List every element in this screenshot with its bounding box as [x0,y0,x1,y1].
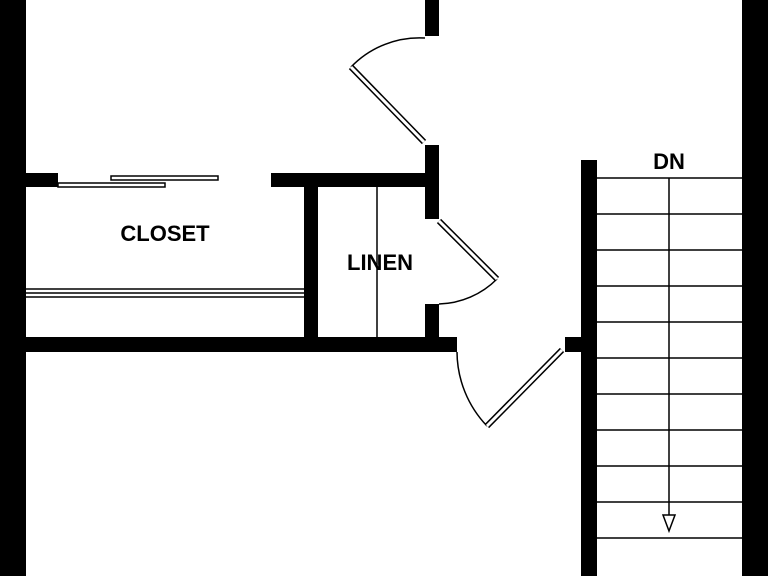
hall-bottom-wall [26,337,457,352]
linen-door-leaf-inner [437,219,499,281]
partition-wall-upper [425,145,439,219]
right-exterior-wall [742,0,768,576]
closet-label: CLOSET [120,221,210,246]
hall-door-swing-arc [456,351,488,427]
top-door-leaf-inner [349,65,426,144]
closet-top-wall-left [26,173,58,187]
top-wall-stub [425,0,439,36]
closet-linen-divider [304,187,318,339]
linen-door-swing-arc [438,278,498,305]
stair-wall-stub [565,337,581,352]
stair-direction-arrowhead [661,514,677,534]
top-door-swing-arc [350,37,426,68]
hall-door-leaf-inner [485,348,564,428]
stair-side-wall [581,160,597,576]
linen-label: LINEN [347,250,413,275]
stair-direction-label: DN [653,149,685,174]
left-exterior-wall [0,0,26,576]
sliding-door-panel-front [57,182,166,188]
closet-top-wall-right [271,173,439,187]
sliding-door-panel-back [110,175,219,181]
